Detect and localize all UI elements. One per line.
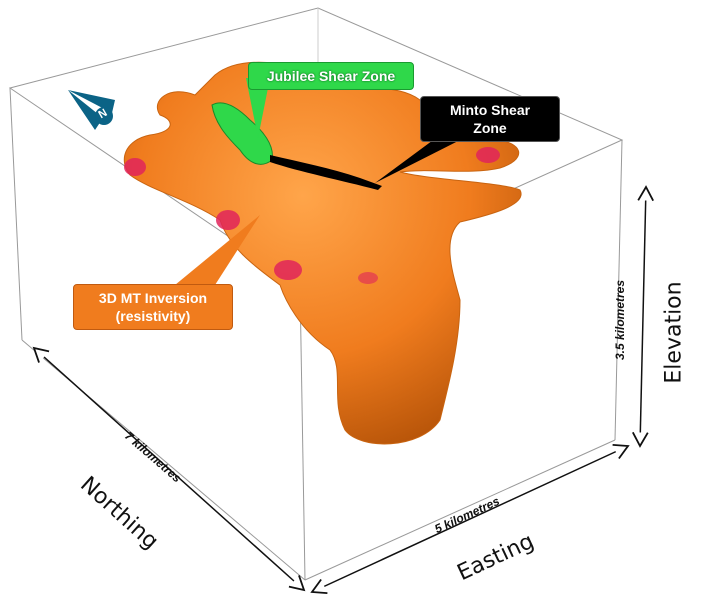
elevation-dimension-arrow <box>632 185 654 448</box>
elevation-axis-label: Elevation <box>661 281 687 384</box>
mt-callout-pointer <box>175 215 260 285</box>
minto-shear-zone <box>270 155 382 190</box>
mt-line1: 3D MT Inversion <box>98 290 208 306</box>
north-arrow <box>68 90 115 130</box>
minto-callout-pointer <box>375 135 470 183</box>
elevation-dimension-label: 3.5 kilometres <box>613 279 628 361</box>
minto-callout: Minto Shear Zone <box>420 96 560 142</box>
easting-dimension-arrow <box>310 443 630 595</box>
jubilee-callout: Jubilee Shear Zone <box>248 62 414 90</box>
mt-inversion-callout: 3D MT Inversion (resistivity) <box>73 284 233 330</box>
northing-dimension-arrow <box>32 346 306 592</box>
minto-line2: Zone <box>473 120 507 136</box>
jubilee-callout-pointer <box>246 78 270 138</box>
minto-line1: Minto Shear <box>449 102 531 118</box>
mt-line2: (resistivity) <box>115 308 191 324</box>
